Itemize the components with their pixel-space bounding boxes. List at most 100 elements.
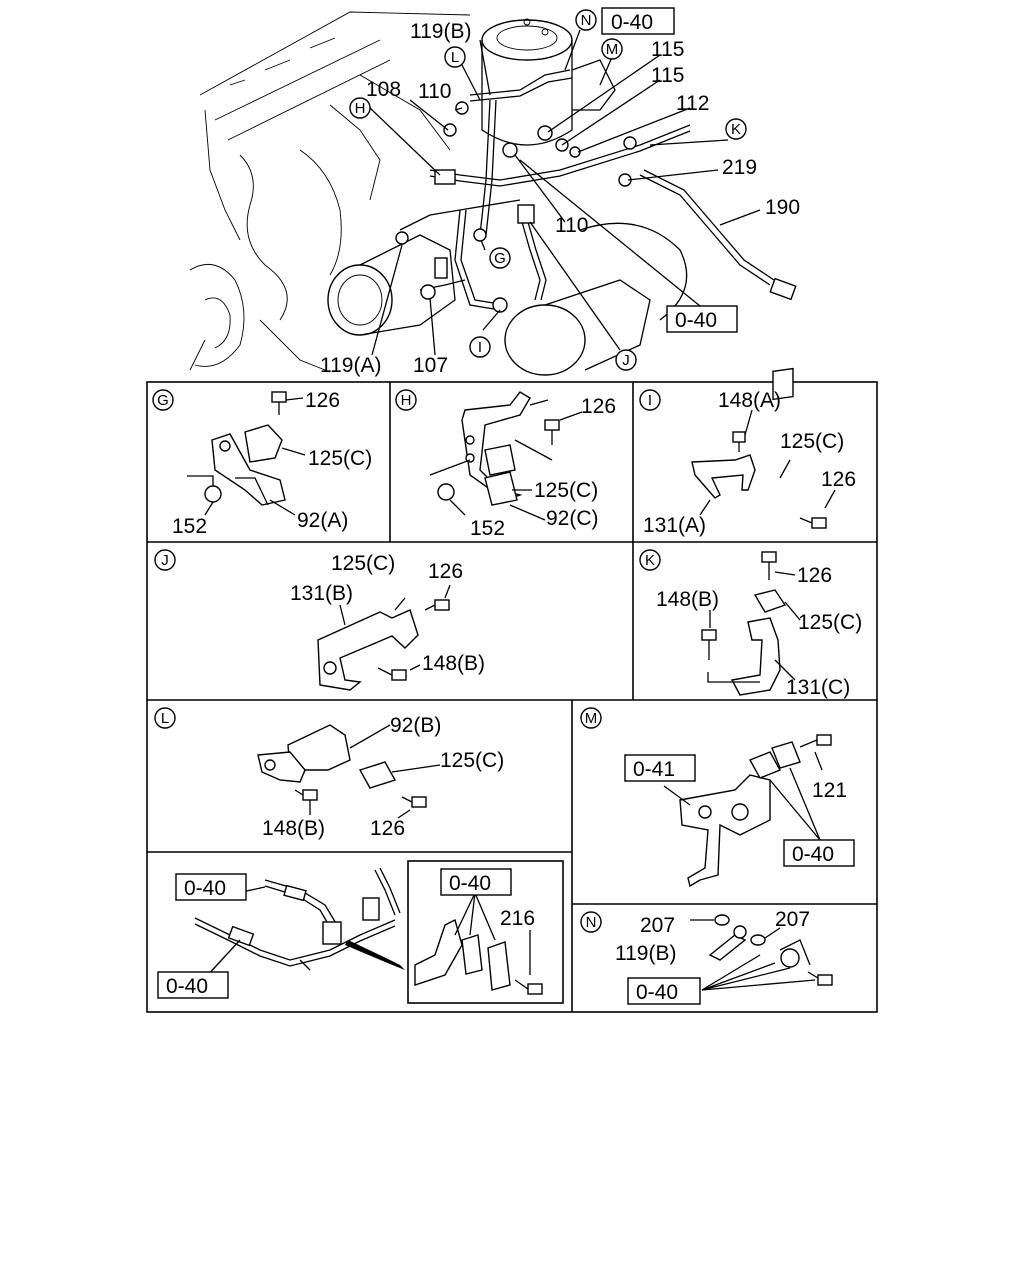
label-110: 110 xyxy=(418,80,451,103)
label-131a: 131(A) xyxy=(643,514,706,537)
label-108: 108 xyxy=(366,78,401,101)
label-92c: 92(C) xyxy=(546,507,599,530)
reference-box-0-40: 0-40 xyxy=(627,977,701,1005)
panel-j: J 125(C) 126 131(B) 148(B) xyxy=(154,549,485,691)
panel-letter-k-icon: K xyxy=(639,549,661,571)
svg-text:0-40: 0-40 xyxy=(675,309,717,332)
label-110: 110 xyxy=(555,214,588,237)
svg-text:0-40: 0-40 xyxy=(636,981,678,1004)
label-126: 126 xyxy=(797,564,832,587)
label-126: 126 xyxy=(305,389,340,412)
svg-text:0-41: 0-41 xyxy=(633,758,675,781)
label-126: 126 xyxy=(370,817,405,840)
label-125c: 125(C) xyxy=(534,479,598,502)
label-207: 207 xyxy=(775,908,810,931)
svg-text:N: N xyxy=(581,12,592,29)
label-115: 115 xyxy=(651,64,684,87)
label-112: 112 xyxy=(676,92,709,115)
reference-box-0-41: 0-41 xyxy=(624,754,696,782)
panel-letter-i-icon: I xyxy=(639,389,661,411)
svg-text:H: H xyxy=(401,392,412,409)
panel-m: M 0-41 121 0-40 xyxy=(580,707,855,888)
label-121: 121 xyxy=(812,779,847,802)
reference-box-0-40: 0-40 xyxy=(157,971,229,999)
label-119b: 119(B) xyxy=(615,942,676,965)
label-131c: 131(C) xyxy=(786,676,850,699)
label-126: 126 xyxy=(428,560,463,583)
svg-text:J: J xyxy=(622,352,630,369)
panel-g: G 126 125(C) 152 92(A) xyxy=(152,389,372,538)
svg-text:G: G xyxy=(157,392,169,409)
svg-text:0-40: 0-40 xyxy=(449,872,491,895)
reference-box-0-40: 0-40 xyxy=(783,839,855,867)
engine-assembly-view: 119(B) 108 110 115 115 112 219 190 110 1… xyxy=(189,7,800,377)
svg-text:0-40: 0-40 xyxy=(184,877,226,900)
callout-i-icon: I xyxy=(469,336,491,358)
svg-text:K: K xyxy=(731,121,741,138)
label-152: 152 xyxy=(470,517,505,540)
callout-j-icon: J xyxy=(615,349,637,371)
svg-text:G: G xyxy=(494,250,506,267)
label-219: 219 xyxy=(722,156,757,179)
label-125c: 125(C) xyxy=(798,611,862,634)
callout-m-icon: M xyxy=(601,38,623,60)
svg-text:L: L xyxy=(451,49,459,66)
svg-text:0-40: 0-40 xyxy=(611,11,653,34)
panel-l: L 92(B) 125(C) 148(B) 126 xyxy=(154,707,504,840)
detail-grid xyxy=(146,381,878,1013)
label-148b: 148(B) xyxy=(656,588,719,611)
label-216: 216 xyxy=(500,907,535,930)
label-125c: 125(C) xyxy=(440,749,504,772)
panel-h: H 126 125(C) 152 92(C) xyxy=(395,389,616,540)
panel-letter-l-icon: L xyxy=(154,707,176,729)
label-125c: 125(C) xyxy=(308,447,372,470)
svg-text:N: N xyxy=(586,914,597,931)
label-148a: 148(A) xyxy=(718,389,781,412)
panel-letter-j-icon: J xyxy=(154,549,176,571)
callout-h-icon: H xyxy=(349,97,371,119)
panel-letter-h-icon: H xyxy=(395,389,417,411)
label-126: 126 xyxy=(581,395,616,418)
callout-n-icon: N xyxy=(575,9,597,31)
reference-box-middle: 0-40 xyxy=(666,305,738,333)
svg-text:H: H xyxy=(355,100,366,117)
callout-l-icon: L xyxy=(444,46,466,68)
panel-bottom-left: 0-40 0-40 0-40 216 xyxy=(157,860,564,1004)
svg-text:M: M xyxy=(585,710,598,727)
callout-g-icon: G xyxy=(489,247,511,269)
label-207: 207 xyxy=(640,914,675,937)
panel-letter-m-icon: M xyxy=(580,707,602,729)
label-148b: 148(B) xyxy=(422,652,485,675)
panel-i: I 148(A) 125(C) 126 131(A) xyxy=(639,367,856,537)
label-148b: 148(B) xyxy=(262,817,325,840)
svg-text:I: I xyxy=(648,392,652,409)
svg-text:J: J xyxy=(161,552,169,569)
reference-box-top: 0-40 xyxy=(601,7,675,35)
label-125c: 125(C) xyxy=(331,552,395,575)
label-190: 190 xyxy=(765,196,800,219)
svg-text:I: I xyxy=(478,339,482,356)
label-125c: 125(C) xyxy=(780,430,844,453)
callout-k-icon: K xyxy=(725,118,747,140)
label-152: 152 xyxy=(172,515,207,538)
panel-letter-n-icon: N xyxy=(580,911,602,933)
label-107: 107 xyxy=(413,354,448,377)
label-131b: 131(B) xyxy=(290,582,353,605)
svg-text:0-40: 0-40 xyxy=(166,975,208,998)
svg-text:M: M xyxy=(606,41,619,58)
label-92a: 92(A) xyxy=(297,509,348,532)
label-126: 126 xyxy=(821,468,856,491)
label-115: 115 xyxy=(651,38,684,61)
reference-box-0-40: 0-40 xyxy=(175,873,247,901)
panel-letter-g-icon: G xyxy=(152,389,174,411)
label-92b: 92(B) xyxy=(390,714,441,737)
svg-text:0-40: 0-40 xyxy=(792,843,834,866)
reference-box-0-40: 0-40 xyxy=(440,868,512,896)
panel-k: K 126 148(B) 125(C) 131(C) xyxy=(639,549,862,699)
label-119b: 119(B) xyxy=(410,20,471,43)
panel-n: N 207 207 119(B) 0-40 xyxy=(580,908,833,1005)
svg-text:L: L xyxy=(161,710,169,727)
label-119a: 119(A) xyxy=(320,354,381,377)
svg-text:K: K xyxy=(645,552,655,569)
